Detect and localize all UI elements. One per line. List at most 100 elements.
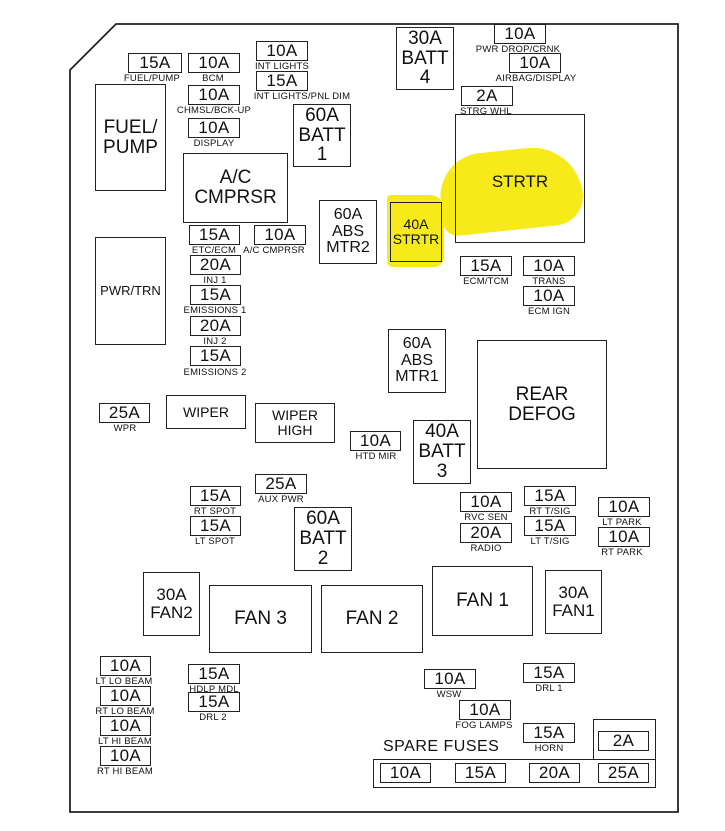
inj2-label: INJ 2	[203, 336, 227, 347]
aux-pwr-fuse: 25A	[255, 474, 307, 494]
spare-fuse-20a: 20A	[529, 763, 580, 783]
airbag-label: AIRBAG/DISPLAY	[495, 73, 577, 84]
wsw-fuse: 10A	[424, 669, 476, 689]
emissions2-fuse: 15A	[190, 346, 241, 366]
inj1-fuse: 20A	[190, 255, 241, 275]
drl2-label: DRL 2	[199, 712, 227, 723]
lt-lo-beam-label: LT LO BEAM	[95, 676, 153, 687]
int-lights-pnl-dim-label: INT LIGHTS/PNL DIM	[253, 91, 351, 102]
int-lights-fuse: 10A	[256, 41, 308, 61]
ecm-tcm-label: ECM/TCM	[463, 276, 509, 287]
etc-ecm-label: ETC/ECM	[191, 245, 237, 256]
fog-lamps-fuse: 10A	[459, 700, 511, 720]
wpr-label: WPR	[113, 423, 137, 434]
wiper-relay: WIPER	[166, 395, 246, 429]
bcm-fuse: 10A	[188, 53, 240, 73]
fog-lamps-label: FOG LAMPS	[455, 720, 513, 731]
rt-spot-label: RT SPOT	[193, 506, 237, 517]
wsw-label: WSW	[436, 689, 462, 700]
spare-fuses-title: SPARE FUSES	[383, 738, 500, 755]
aux-pwr-label: AUX PWR	[258, 494, 304, 505]
strg-whl-label: STRG WHL	[460, 106, 512, 117]
lt-park-label: LT PARK	[602, 517, 642, 528]
htd-mir-fuse: 10A	[350, 431, 401, 451]
radio-label: RADIO	[470, 543, 502, 554]
rt-spot-fuse: 15A	[190, 486, 241, 506]
etc-ecm-fuse: 15A	[189, 225, 240, 245]
spare-fuse-10a: 10A	[380, 763, 431, 783]
lt-tsig-fuse: 15A	[524, 516, 576, 536]
trans-label: TRANS	[532, 276, 566, 287]
fan2-relay: FAN 2	[321, 585, 423, 653]
bcm-label: BCM	[202, 73, 224, 84]
drl1-label: DRL 1	[535, 683, 563, 694]
spare-fuse-2a: 2A	[598, 731, 649, 751]
display-fuse: 10A	[188, 118, 240, 138]
fan1-relay: FAN 1	[432, 566, 533, 636]
chmsl-fuse: 10A	[188, 85, 240, 105]
int-lights-pnl-dim-fuse: 15A	[256, 71, 308, 91]
ecm-ign-label: ECM IGN	[527, 306, 571, 317]
display-label: DISPLAY	[193, 138, 235, 149]
fuel-pump-relay: FUEL/PUMP	[95, 84, 166, 191]
lt-lo-beam-fuse: 10A	[100, 656, 151, 676]
drl1-fuse: 15A	[523, 663, 575, 683]
rt-hi-beam-label: RT HI BEAM	[96, 766, 154, 777]
int-lights-label: INT LIGHTS	[254, 61, 310, 72]
strg-whl-fuse: 2A	[461, 86, 513, 106]
rt-lo-beam-label: RT LO BEAM	[95, 706, 155, 717]
spare-fuse-25a: 25A	[598, 763, 649, 783]
horn-fuse: 15A	[523, 723, 575, 743]
rvc-sen-fuse: 10A	[460, 492, 512, 512]
pwr-drop-label: PWR DROP/CRNK	[475, 44, 561, 55]
fuel-pump-fuse: 15A	[128, 53, 182, 73]
rt-tsig-label: RT T/SIG	[529, 506, 571, 517]
lt-park-fuse: 10A	[598, 497, 650, 517]
lt-spot-fuse: 15A	[190, 516, 241, 536]
emissions1-fuse: 15A	[190, 285, 241, 305]
fan3-relay: FAN 3	[209, 585, 312, 653]
fuel-pump-label: FUEL/PUMP	[123, 73, 181, 84]
drl2-fuse: 15A	[188, 692, 240, 712]
lt-spot-label: LT SPOT	[194, 536, 236, 547]
pwr-trn-relay: PWR/TRN	[95, 237, 166, 345]
inj1-label: INJ 1	[203, 275, 227, 286]
ecm-tcm-fuse: 15A	[460, 256, 512, 276]
rt-lo-beam-fuse: 10A	[100, 686, 151, 706]
lt-hi-beam-fuse: 10A	[100, 716, 151, 736]
htd-mir-label: HTD MIR	[355, 451, 397, 462]
emissions1-label: EMISSIONS 1	[183, 305, 247, 316]
ac-cmprsr-fuse: 10A	[254, 225, 306, 245]
emissions2-label: EMISSIONS 2	[183, 367, 247, 378]
hdlp-mdl-fuse: 15A	[188, 664, 240, 684]
lt-tsig-label: LT T/SIG	[530, 536, 570, 547]
trans-fuse: 10A	[523, 256, 575, 276]
pwr-drop-fuse: 10A	[494, 24, 546, 44]
radio-fuse: 20A	[460, 523, 512, 543]
spare-fuse-15a: 15A	[455, 763, 506, 783]
airbag-fuse: 10A	[509, 53, 561, 73]
inj2-fuse: 20A	[190, 316, 241, 336]
ecm-ign-fuse: 10A	[523, 286, 575, 306]
lt-hi-beam-label: LT HI BEAM	[98, 736, 152, 747]
rt-park-label: RT PARK	[601, 547, 643, 558]
strtr-relay: STRTR	[455, 114, 585, 243]
rt-hi-beam-fuse: 10A	[100, 746, 151, 766]
horn-label: HORN	[534, 743, 564, 754]
hdlp-mdl-label: HDLP MDL	[189, 684, 239, 695]
rt-tsig-fuse: 15A	[524, 486, 576, 506]
